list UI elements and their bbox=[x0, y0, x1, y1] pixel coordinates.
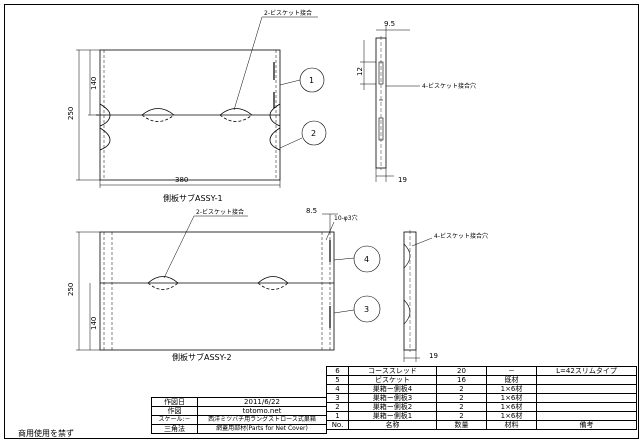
assy1-dimensions bbox=[76, 49, 281, 188]
parts-cell-material: － bbox=[486, 366, 537, 376]
parts-cell-name: 巣箱ー側板3 bbox=[348, 393, 437, 403]
project-title: 西洋ミツバチ用ラングストロース式巣箱 bbox=[197, 415, 327, 425]
dim-19-top: 19 bbox=[398, 176, 407, 184]
assy1-side-view bbox=[375, 36, 387, 170]
parts-cell-no: 4 bbox=[326, 384, 349, 394]
balloon-2-label: 2 bbox=[311, 129, 316, 138]
title-row-projection: 三角法 網蓋用部材(Parts for Net Cover) bbox=[151, 424, 327, 434]
author-label: 作図 bbox=[151, 406, 198, 416]
parts-cell-no: 6 bbox=[326, 366, 349, 376]
parts-cell-qty: 16 bbox=[436, 375, 487, 385]
parts-cell-name: 巣箱ー側板2 bbox=[348, 402, 437, 412]
leader-biscuit-bottom bbox=[163, 215, 195, 279]
leader-biscuit-top bbox=[233, 16, 263, 111]
subtitle: 網蓋用部材(Parts for Net Cover) bbox=[197, 424, 327, 434]
balloon-4 bbox=[353, 245, 381, 273]
dim-12: 12 bbox=[356, 67, 364, 76]
balloon-2 bbox=[301, 120, 327, 146]
dim-height-250-top: 250 bbox=[67, 107, 75, 120]
assy2-title: 側板サブASSY-2 bbox=[172, 352, 232, 362]
title-row-author: 作図 totomo.net bbox=[151, 406, 327, 416]
parts-cell-no: 3 bbox=[326, 393, 349, 403]
header-name: 名称 bbox=[348, 420, 437, 430]
assy2-dimensions bbox=[76, 213, 338, 351]
balloon-4-label: 4 bbox=[364, 255, 369, 264]
title-row-scale: スケール:－ 西洋ミツバチ用ラングストロース式巣箱 bbox=[151, 415, 327, 425]
assy2-side-dimensions bbox=[403, 237, 433, 362]
label-holes: 10-φ3穴 bbox=[334, 214, 358, 222]
assy1-front-view bbox=[96, 49, 281, 181]
parts-cell-remarks bbox=[536, 375, 637, 385]
parts-cell-remarks bbox=[536, 402, 637, 412]
parts-cell-name: コーススレッド bbox=[348, 366, 437, 376]
balloon-1 bbox=[299, 67, 325, 93]
header-qty: 数量 bbox=[436, 420, 487, 430]
parts-header-row: No. 名称 数量 材料 備考 bbox=[326, 420, 637, 430]
parts-cell-remarks bbox=[536, 411, 637, 421]
parts-cell-no: 1 bbox=[326, 411, 349, 421]
parts-cell-material: 既材 bbox=[486, 375, 537, 385]
parts-cell-qty: 20 bbox=[436, 366, 487, 376]
header-remarks: 備考 bbox=[536, 420, 637, 430]
parts-cell-material: 1×6材 bbox=[486, 393, 537, 403]
parts-cell-qty: 2 bbox=[436, 411, 487, 421]
parts-cell-no: 2 bbox=[326, 402, 349, 412]
dim-9-5: 9.5 bbox=[384, 20, 395, 28]
projection-label: 三角法 bbox=[151, 424, 198, 434]
label-biscuit-hole-bottom: 4-ビスケット接合穴 bbox=[434, 232, 488, 240]
author: totomo.net bbox=[197, 406, 327, 416]
leader-balloon-1 bbox=[279, 79, 301, 86]
sheet-border bbox=[4, 4, 639, 439]
parts-cell-remarks: L=42スリムタイプ bbox=[536, 366, 637, 376]
leader-balloon-4 bbox=[333, 257, 355, 261]
parts-cell-qty: 2 bbox=[436, 402, 487, 412]
scale-label: スケール:－ bbox=[151, 415, 198, 425]
parts-cell-qty: 2 bbox=[436, 384, 487, 394]
dim-height-140-top: 140 bbox=[90, 77, 98, 90]
parts-cell-material: 1×6材 bbox=[486, 411, 537, 421]
leader-balloon-2 bbox=[279, 137, 303, 149]
drawn-date-label: 作図日 bbox=[151, 397, 198, 407]
balloon-1-label: 1 bbox=[309, 76, 314, 85]
parts-cell-qty: 2 bbox=[436, 393, 487, 403]
assy1-side-dimensions bbox=[360, 26, 420, 182]
assy2-side-view bbox=[403, 230, 417, 352]
drawn-date: 2011/6/22 bbox=[197, 397, 327, 407]
dim-width-380: 380 bbox=[175, 176, 188, 184]
label-biscuit-bottom: 2-ビスケット接合 bbox=[196, 208, 244, 216]
balloon-3-label: 3 bbox=[364, 305, 369, 314]
parts-cell-material: 1×6材 bbox=[486, 402, 537, 412]
header-material: 材料 bbox=[486, 420, 537, 430]
dim-8-5: 8.5 bbox=[306, 207, 317, 215]
header-no: No. bbox=[326, 420, 349, 430]
title-block: 作図日 2011/6/22 作図 totomo.net スケール:－ 西洋ミツバ… bbox=[151, 397, 327, 434]
assy1-title: 側板サブASSY-1 bbox=[163, 193, 223, 203]
prohibition-notice: 商用使用を禁ず bbox=[18, 428, 74, 438]
leader-holes bbox=[325, 221, 335, 241]
dim-19-bottom: 19 bbox=[429, 352, 438, 360]
assy2-front-view bbox=[99, 231, 335, 351]
parts-cell-name: 巣箱ー側板4 bbox=[348, 384, 437, 394]
title-row-date: 作図日 2011/6/22 bbox=[151, 397, 327, 407]
parts-cell-name: 巣箱ー側板1 bbox=[348, 411, 437, 421]
dim-height-140-bottom: 140 bbox=[90, 317, 98, 330]
parts-cell-remarks bbox=[536, 393, 637, 403]
parts-cell-material: 1×6材 bbox=[486, 384, 537, 394]
balloon-3 bbox=[353, 295, 381, 323]
parts-cell-remarks bbox=[536, 384, 637, 394]
dim-height-250-bottom: 250 bbox=[67, 283, 75, 296]
label-biscuit-top: 2-ビスケット接合 bbox=[264, 9, 312, 17]
leader-balloon-3 bbox=[333, 309, 355, 314]
parts-cell-no: 5 bbox=[326, 375, 349, 385]
label-biscuit-hole-top: 4-ビスケット接合穴 bbox=[422, 82, 476, 90]
parts-cell-name: ビスケット bbox=[348, 375, 437, 385]
